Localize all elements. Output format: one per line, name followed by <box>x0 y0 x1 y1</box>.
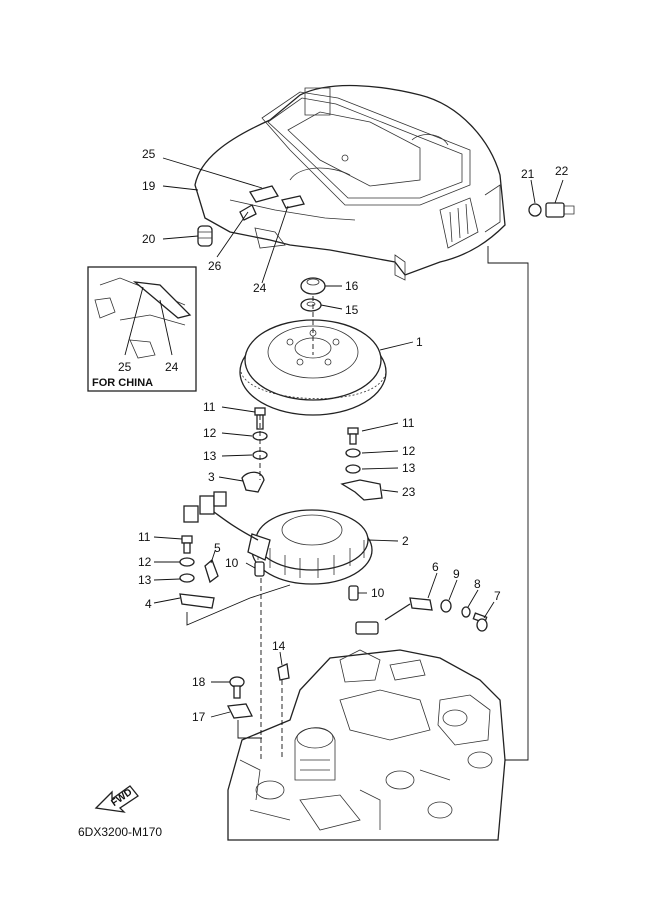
callout-9: 9 <box>453 567 460 581</box>
callout-1: 1 <box>416 335 423 349</box>
callout-17: 17 <box>192 710 206 724</box>
callout-12-lower: 12 <box>138 555 152 569</box>
bracket-4 <box>179 593 215 609</box>
callout-11-right: 11 <box>402 416 415 430</box>
washer-8 <box>461 606 471 618</box>
fwd-arrow-icon: FWD <box>94 785 139 813</box>
callout-25: 25 <box>142 147 156 161</box>
wiring-harness <box>183 491 259 541</box>
diagram-code: 6DX3200-M170 <box>78 825 162 839</box>
callout-15: 15 <box>345 303 359 317</box>
callout-leaders <box>153 157 564 718</box>
washer-15 <box>300 298 322 312</box>
collar-10-right <box>348 585 359 601</box>
callout-11-lower: 11 <box>138 530 151 544</box>
inset-callout-24: 24 <box>165 360 179 374</box>
callout-23: 23 <box>402 485 416 499</box>
callout-13-lower: 13 <box>138 573 152 587</box>
inset-callout-25: 25 <box>118 360 132 374</box>
bolt-18 <box>229 676 245 699</box>
callout-12-right: 12 <box>402 444 416 458</box>
callout-26: 26 <box>208 259 222 273</box>
bracket-17 <box>227 703 253 719</box>
callout-2: 2 <box>402 534 409 548</box>
callout-22: 22 <box>555 164 569 178</box>
callout-6: 6 <box>432 560 439 574</box>
callout-10-right: 10 <box>371 586 385 600</box>
inset-for-china: 25 24 FOR CHINA <box>87 266 197 392</box>
callout-12-top: 12 <box>203 426 217 440</box>
callout-24: 24 <box>253 281 267 295</box>
callout-18: 18 <box>192 675 206 689</box>
flywheel <box>239 319 387 416</box>
callout-5: 5 <box>214 541 221 555</box>
callout-11-top: 11 <box>203 400 216 414</box>
clamp-3 <box>241 471 265 493</box>
stator <box>247 509 373 585</box>
callout-13-top: 13 <box>203 449 217 463</box>
grommet-20 <box>197 225 213 247</box>
callout-21: 21 <box>521 167 535 181</box>
washer-12-right <box>345 448 361 458</box>
callout-7: 7 <box>494 589 501 603</box>
washer-9 <box>440 599 452 613</box>
callout-10-left: 10 <box>225 556 239 570</box>
bolt-11-right <box>347 427 359 445</box>
pulser-coil-6 <box>355 597 433 635</box>
engine-block <box>227 649 506 841</box>
nut-16 <box>300 277 326 295</box>
callout-14: 14 <box>272 639 286 653</box>
woodruff-key-14 <box>277 663 290 681</box>
callout-4: 4 <box>145 597 152 611</box>
washer-13-lower <box>179 573 195 583</box>
clip-5 <box>204 558 219 584</box>
bolt-22 <box>528 202 575 218</box>
callout-8: 8 <box>474 577 481 591</box>
bolt-11-lower <box>181 535 193 554</box>
reference-lines <box>186 246 529 761</box>
callout-3: 3 <box>208 470 215 484</box>
flywheel-cover <box>194 84 506 281</box>
collar-10-left <box>254 561 265 577</box>
cover-labels <box>239 185 305 221</box>
callout-numbers: 25 19 20 26 24 21 22 16 15 1 11 12 13 3 … <box>138 147 569 724</box>
callout-19: 19 <box>142 179 156 193</box>
screw-7 <box>472 612 488 632</box>
callout-16: 16 <box>345 279 359 293</box>
bracket-23 <box>340 479 383 501</box>
callout-20: 20 <box>142 232 156 246</box>
callout-13-right: 13 <box>402 461 416 475</box>
washer-13-right <box>345 464 361 474</box>
washer-12-lower <box>179 557 195 567</box>
inset-title: FOR CHINA <box>92 377 153 389</box>
